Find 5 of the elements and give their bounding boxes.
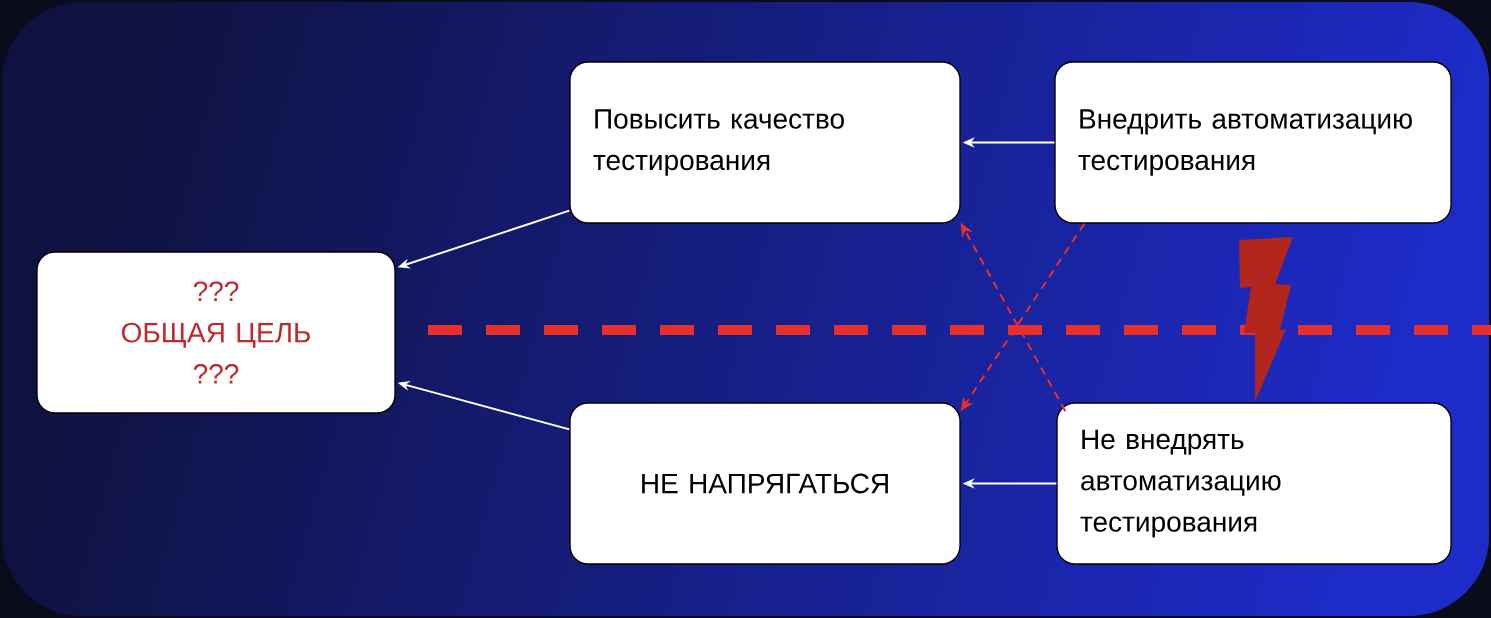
rounded-box: НЕ НАПРЯГАТЬСЯ: [569, 402, 961, 565]
rounded-box: Повысить качество тестирования: [569, 61, 961, 224]
rounded-box: ??? ОБЩАЯ ЦЕЛЬ ???: [36, 251, 396, 414]
rounded-box: Внедрить автоматизацию тестирования: [1054, 61, 1452, 224]
rounded-box: Не внедрять автоматизацию тестирования: [1056, 402, 1452, 565]
